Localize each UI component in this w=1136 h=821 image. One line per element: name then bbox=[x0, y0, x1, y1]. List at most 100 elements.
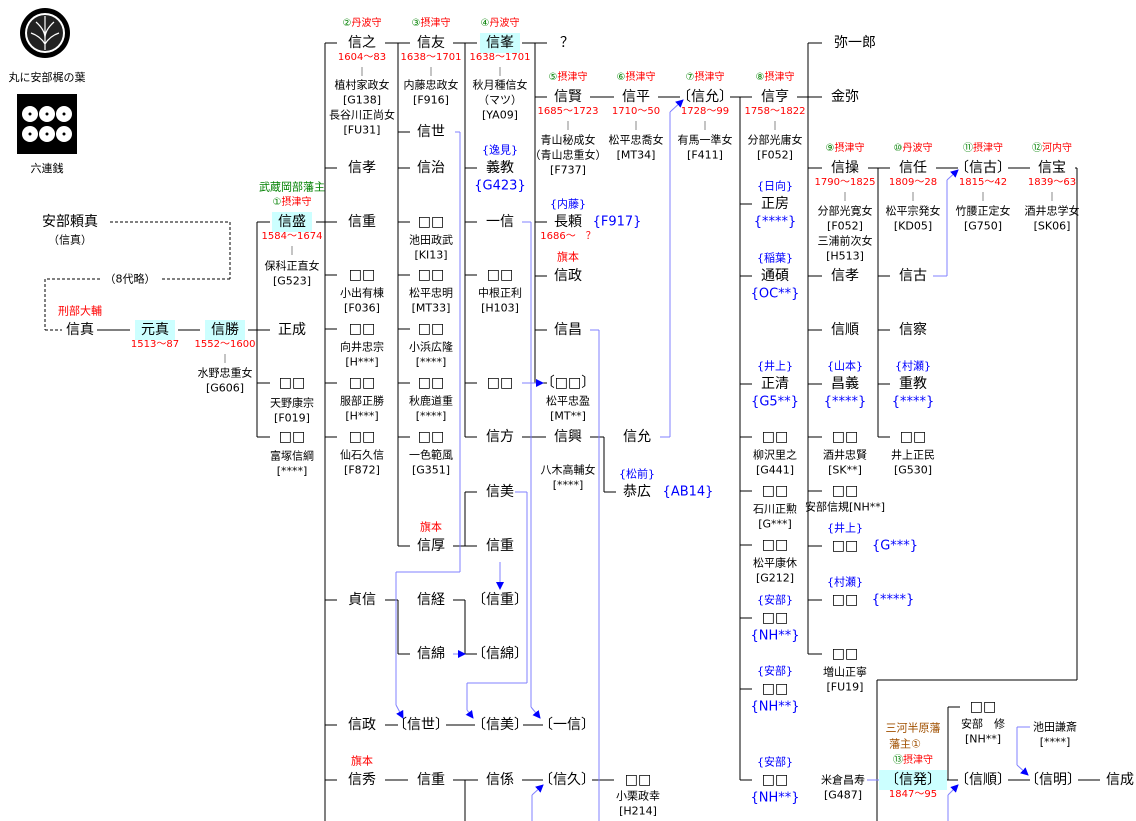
spouse-or-relative: 秋月種信女 bbox=[472, 78, 528, 92]
spouse-or-relative: 一色範風 bbox=[409, 448, 453, 462]
person-name: 〔信世〕 bbox=[393, 717, 449, 733]
rank-number: ③ bbox=[411, 18, 421, 29]
office-rank: ⑤摂津守 bbox=[549, 73, 588, 83]
adopted-clan: {稲葉} bbox=[757, 251, 793, 265]
spouse-or-relative: 中根正利 bbox=[478, 286, 522, 300]
person-name: 正房 bbox=[761, 196, 789, 212]
office-rank: ⑫河内守 bbox=[1032, 144, 1072, 154]
adopted-clan: {村瀬} bbox=[895, 359, 931, 373]
person-name: 義教 bbox=[486, 160, 514, 176]
spouse-or-relative: [H103] bbox=[481, 301, 519, 315]
clan-code: {****} bbox=[823, 394, 867, 410]
spouse-or-relative: 分部光寛女 bbox=[817, 204, 873, 218]
spouse-or-relative: [MT33] bbox=[411, 301, 451, 315]
person-name: □□ bbox=[831, 646, 859, 662]
spouse-or-relative: 天野康宗 bbox=[270, 396, 314, 410]
spouse-or-relative: [NH**] bbox=[964, 732, 1002, 746]
life-years: 1685〜1723 bbox=[537, 106, 599, 117]
adopted-clan: {安部} bbox=[757, 593, 793, 607]
person-name: 一信 bbox=[486, 214, 514, 230]
spouse-or-relative: 植村家政女 bbox=[334, 78, 390, 92]
spouse-or-relative: [H214] bbox=[619, 804, 657, 818]
office-rank: ④丹波守 bbox=[481, 19, 520, 29]
life-years: 1686〜 ？ bbox=[540, 231, 596, 242]
life-years: 1604〜83 bbox=[337, 52, 387, 63]
spouse-or-relative: 長谷川正尚女 bbox=[329, 108, 395, 122]
spouse-or-relative: 松平康休 bbox=[753, 556, 797, 570]
rank-title: 丹波守 bbox=[489, 18, 520, 29]
person-name: □□ bbox=[348, 375, 376, 391]
adopted-clan: {日向} bbox=[757, 179, 793, 193]
person-name: 元真 bbox=[135, 320, 175, 340]
person-name: ？ bbox=[560, 35, 574, 51]
rank-title: 摂津守 bbox=[764, 72, 795, 83]
clan-code: {NH**} bbox=[750, 628, 800, 644]
person-name: 〔信順〕 bbox=[955, 772, 1011, 788]
spouse-or-relative: 小出有棟 bbox=[340, 286, 384, 300]
adopted-clan: {井上} bbox=[827, 521, 863, 535]
rank-number: ⑫ bbox=[1032, 143, 1042, 154]
person-name: 信平 bbox=[622, 89, 650, 105]
person-name: □□ bbox=[417, 214, 445, 230]
spouse-or-relative: 酒井忠学女 bbox=[1024, 204, 1080, 218]
person-name: □□ bbox=[899, 429, 927, 445]
spouse-or-relative: 松平宗発女 bbox=[885, 204, 941, 218]
person-name: 信宝 bbox=[1038, 160, 1066, 176]
spouse-or-relative: [G212] bbox=[755, 571, 795, 585]
person-name: 重教 bbox=[899, 376, 927, 392]
spouse-or-relative: 富塚信綱 bbox=[270, 449, 314, 463]
person-name: □□ bbox=[278, 429, 306, 445]
rank-title: 摂津守 bbox=[420, 18, 451, 29]
spouse-or-relative: 竹腰正定女 bbox=[955, 204, 1011, 218]
rank-number: ① bbox=[272, 197, 282, 208]
person-name: □□ bbox=[761, 483, 789, 499]
adoption-line bbox=[947, 784, 959, 796]
clan-code: {OC**} bbox=[750, 286, 800, 302]
person-name: □□ bbox=[831, 592, 859, 608]
adoption-line bbox=[395, 704, 404, 719]
spouse-or-relative: [H***] bbox=[345, 409, 379, 423]
spouse-or-relative: 柳沢里之 bbox=[753, 448, 797, 462]
person-name: 信古 bbox=[899, 268, 927, 284]
person-name: □□ bbox=[761, 537, 789, 553]
person-name: 〔一信〕 bbox=[539, 717, 595, 733]
office-rank: ⑩丹波守 bbox=[894, 144, 933, 154]
person-name: □□ bbox=[348, 267, 376, 283]
rank-number: ⑦ bbox=[685, 72, 695, 83]
clan-code: {****} bbox=[871, 592, 915, 608]
spouse-or-relative: 有馬一準女 bbox=[677, 133, 733, 147]
spouse-or-relative: [FU19] bbox=[826, 680, 864, 694]
office-rank: ⑨摂津守 bbox=[826, 144, 865, 154]
person-name: 安部頼真 bbox=[42, 214, 98, 230]
office-rank: ③摂津守 bbox=[412, 19, 451, 29]
rank-title: 河内守 bbox=[1042, 143, 1072, 154]
spouse-or-relative: [SK06] bbox=[1033, 219, 1071, 233]
adoption-line bbox=[669, 99, 684, 113]
person-name: 〔信発〕 bbox=[879, 770, 947, 790]
person-name: 信賢 bbox=[554, 89, 582, 105]
adoption-line bbox=[1016, 764, 1029, 776]
rank-title: 丹波守 bbox=[351, 18, 382, 29]
crest-caption-kaji: 丸に安部梶の葉 bbox=[8, 71, 86, 84]
person-name: 〔□□〕 bbox=[540, 375, 596, 391]
rank-number: ④ bbox=[480, 18, 490, 29]
spouse-or-relative: 服部正勝 bbox=[340, 394, 384, 408]
person-name: 信厚 bbox=[417, 538, 445, 554]
clan-code: {NH**} bbox=[750, 699, 800, 715]
person-name: □□ bbox=[348, 321, 376, 337]
person-name: 信任 bbox=[899, 160, 927, 176]
adopted-clan: {松前} bbox=[619, 467, 655, 481]
rank-number: ⑬ bbox=[893, 755, 903, 766]
rank-title: 丹波守 bbox=[902, 143, 933, 154]
six-coins-crest bbox=[17, 94, 77, 154]
office-rank: ⑪摂津守 bbox=[963, 144, 1003, 154]
spouse-or-relative: 増山正寧 bbox=[823, 665, 867, 679]
life-years: 1513〜87 bbox=[130, 339, 180, 350]
person-name: 〔信美〕 bbox=[472, 717, 528, 733]
person-name: 信治 bbox=[417, 160, 445, 176]
person-name: □□ bbox=[417, 375, 445, 391]
person-name: 信係 bbox=[486, 772, 514, 788]
kaji-leaf-crest bbox=[20, 8, 70, 58]
person-name: □□ bbox=[831, 538, 859, 554]
